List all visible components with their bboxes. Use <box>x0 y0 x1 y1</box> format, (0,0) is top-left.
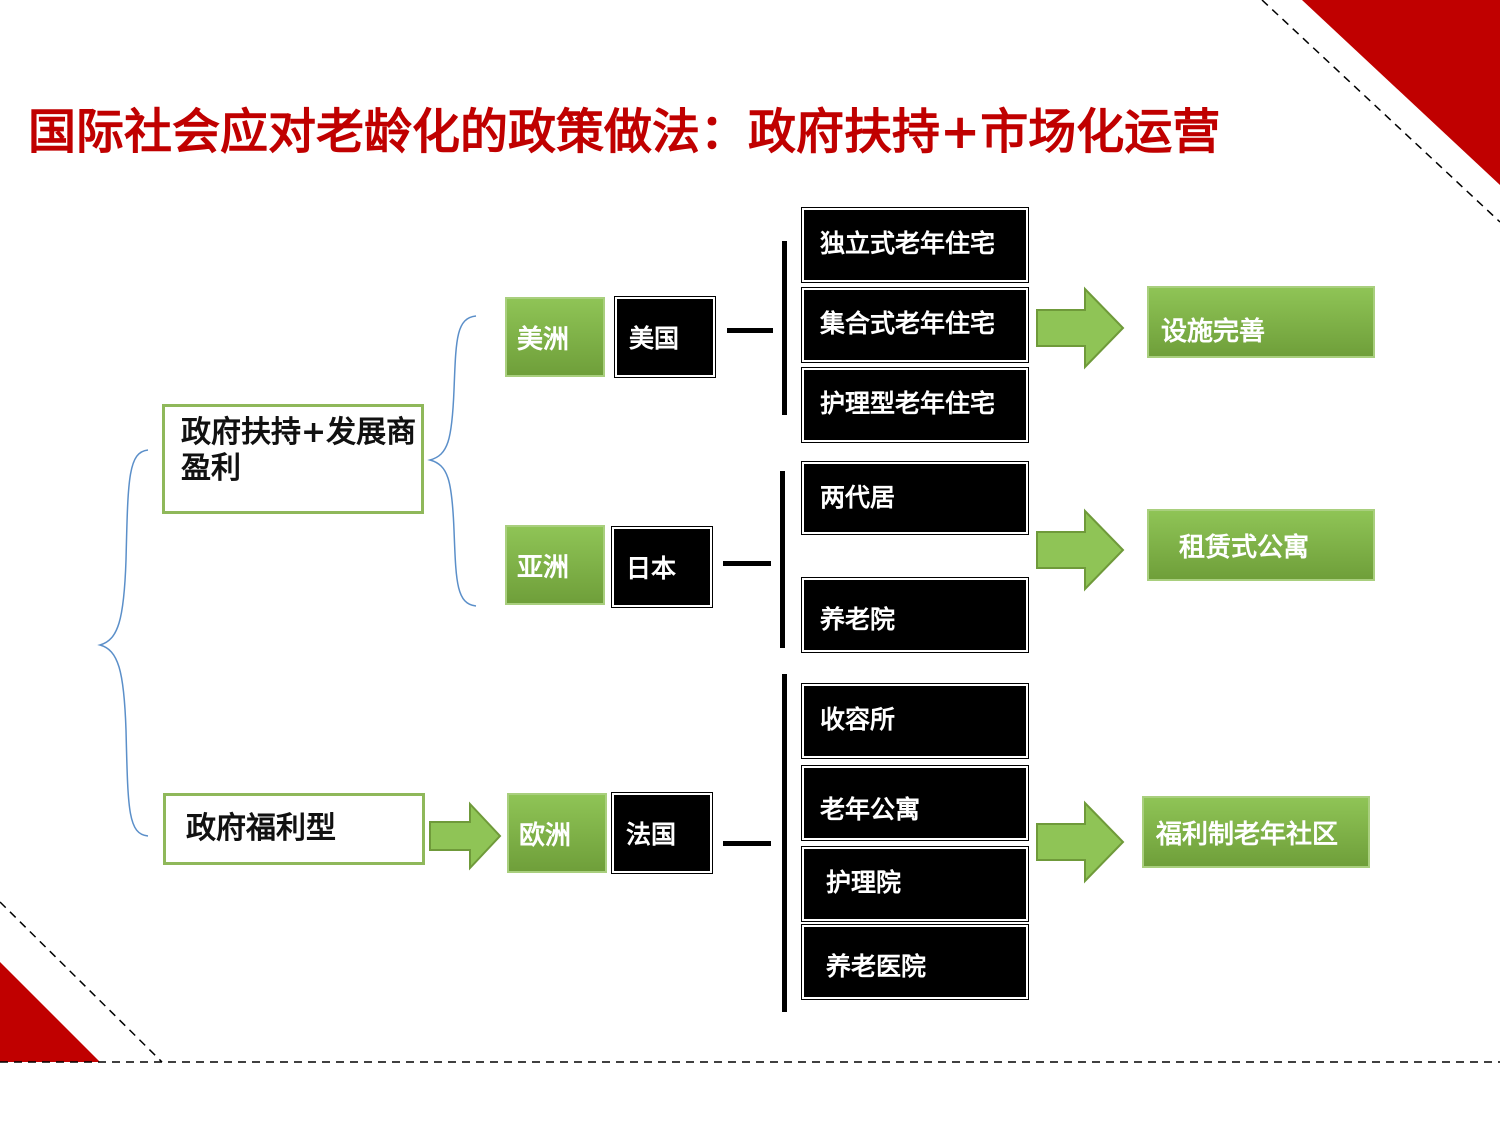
brace-left <box>97 449 149 837</box>
country-usa: 美国 <box>614 296 716 378</box>
connector-japan <box>723 561 771 566</box>
continent-asia: 亚洲 <box>505 525 605 605</box>
corner-triangle-top-right <box>1302 0 1500 185</box>
arrow-right-icon <box>429 801 502 871</box>
housing-item: 护理院 <box>801 846 1029 922</box>
arrow-right-icon <box>1036 508 1125 592</box>
housing-item: 独立式老年住宅 <box>801 207 1029 283</box>
country-france: 法国 <box>611 792 713 874</box>
housing-item-label: 养老院 <box>820 605 896 634</box>
housing-item-label: 收容所 <box>820 705 896 734</box>
bracket-usa <box>782 241 787 415</box>
bracket-france <box>782 674 787 1012</box>
result-facilities-label: 设施完善 <box>1161 316 1266 347</box>
country-france-label: 法国 <box>626 820 677 849</box>
housing-item-label: 护理院 <box>826 868 902 897</box>
connector-usa <box>727 328 773 333</box>
housing-item-label: 养老医院 <box>826 952 927 981</box>
welfare-model-box: 政府福利型 <box>163 793 425 865</box>
corner-triangle-bottom-left <box>0 962 100 1062</box>
support-model-box: 政府扶持+发展商盈利 <box>162 404 424 514</box>
country-japan-label: 日本 <box>626 554 677 583</box>
housing-item: 收容所 <box>801 683 1029 759</box>
result-welfare-community: 福利制老年社区 <box>1142 796 1370 868</box>
housing-item: 两代居 <box>801 461 1029 535</box>
country-japan: 日本 <box>611 526 713 608</box>
connector-france <box>723 841 771 846</box>
housing-item-label: 独立式老年住宅 <box>820 229 996 258</box>
housing-item-label: 老年公寓 <box>820 795 921 824</box>
dashed-line-top-right <box>1261 0 1500 223</box>
continent-europe: 欧洲 <box>507 793 607 873</box>
country-usa-label: 美国 <box>629 324 680 353</box>
page-title: 国际社会应对老龄化的政策做法：政府扶持+市场化运营 <box>28 104 1221 160</box>
result-rental-apartment-label: 租赁式公寓 <box>1179 532 1310 563</box>
result-rental-apartment: 租赁式公寓 <box>1147 509 1375 581</box>
dashed-line-bottom-left <box>0 901 163 1063</box>
housing-item-label: 两代居 <box>820 483 896 512</box>
arrow-right-icon <box>1036 286 1125 370</box>
housing-item: 老年公寓 <box>801 765 1029 841</box>
result-facilities: 设施完善 <box>1147 286 1375 358</box>
result-welfare-community-label: 福利制老年社区 <box>1156 819 1339 850</box>
housing-item: 集合式老年住宅 <box>801 287 1029 363</box>
arrow-right-icon <box>1036 800 1125 884</box>
continent-europe-label: 欧洲 <box>519 820 572 851</box>
welfare-model-label: 政府福利型 <box>186 811 336 846</box>
housing-item: 护理型老年住宅 <box>801 367 1029 443</box>
continent-americas-label: 美洲 <box>517 324 570 355</box>
support-model-label: 政府扶持+发展商盈利 <box>181 415 417 486</box>
continent-americas: 美洲 <box>505 297 605 377</box>
housing-item: 养老院 <box>801 577 1029 653</box>
housing-item: 养老医院 <box>801 924 1029 1000</box>
housing-item-label: 护理型老年住宅 <box>820 389 996 418</box>
continent-asia-label: 亚洲 <box>517 552 570 583</box>
brace-middle <box>427 315 477 607</box>
bracket-japan <box>780 471 785 648</box>
housing-item-label: 集合式老年住宅 <box>820 309 996 338</box>
